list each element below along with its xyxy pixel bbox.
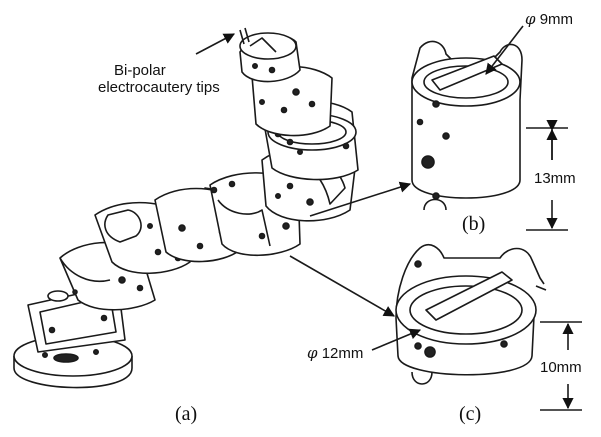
panel-label-b: (b) xyxy=(462,213,486,235)
height-label-c: 10mm xyxy=(540,359,582,376)
tips-arrow xyxy=(195,33,235,55)
phi-symbol-b: φ xyxy=(525,10,536,28)
height-value-c: 10mm xyxy=(540,359,582,376)
panel-label-c: (c) xyxy=(459,403,482,425)
electrocautery-tips xyxy=(239,27,250,45)
height-dim-b xyxy=(526,119,568,231)
panel-label-a: (a) xyxy=(175,403,198,425)
diameter-label-b: φ 9mm xyxy=(525,10,573,28)
arrow-to-c xyxy=(289,255,395,317)
height-dim-c xyxy=(540,321,582,411)
segment-7 xyxy=(251,65,333,137)
diameter-value-b: 9mm xyxy=(539,11,574,28)
diameter-value-c: 12mm xyxy=(321,345,364,362)
tips-label-line1: Bi-polar xyxy=(114,62,166,79)
diameter-label-c: φ 12mm xyxy=(307,344,363,362)
phi-symbol-c: φ xyxy=(307,344,318,362)
link-detail-b xyxy=(411,40,523,211)
arrow-to-b xyxy=(309,181,412,217)
robot-assembly xyxy=(13,27,359,389)
phi9-leader xyxy=(485,25,524,75)
height-label-b: 13mm xyxy=(534,170,576,187)
link-detail-c xyxy=(395,243,547,385)
tips-label: Bi-polar electrocautery tips xyxy=(98,62,220,96)
tip-cap xyxy=(239,32,301,83)
height-value-b: 13mm xyxy=(534,170,576,187)
phi12-leader xyxy=(371,328,422,351)
tips-label-line2: electrocautery tips xyxy=(98,78,220,96)
